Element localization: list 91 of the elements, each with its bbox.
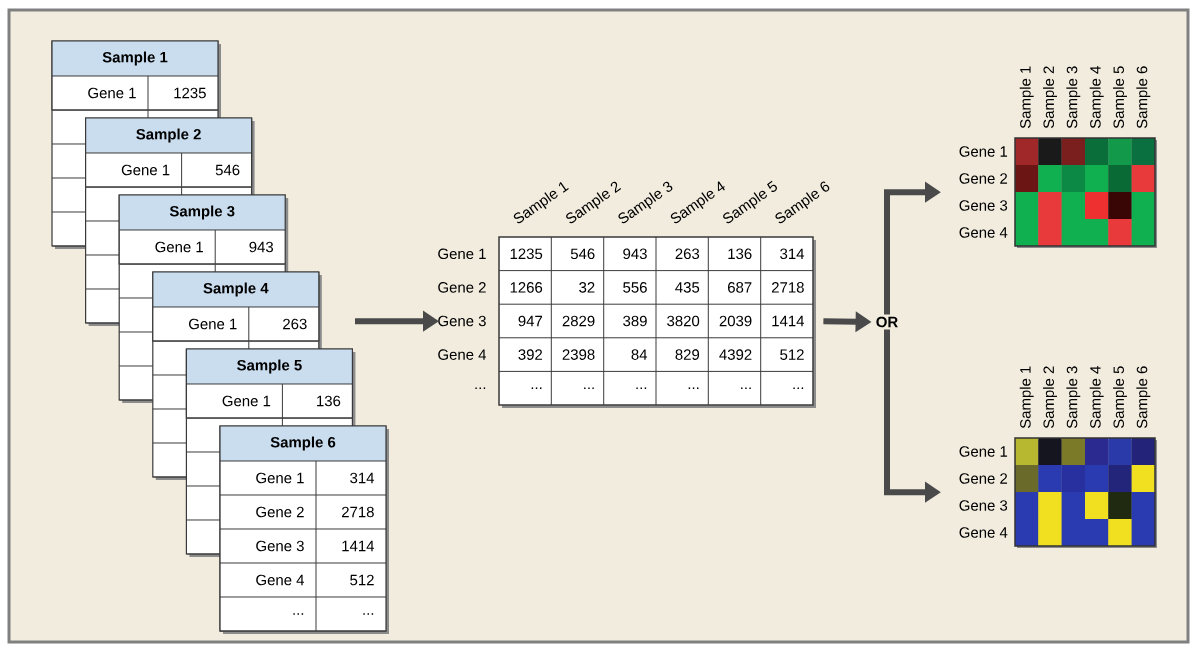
expression-value: 1414: [342, 540, 375, 552]
data-table: [185, 348, 353, 419]
expression-value: 2718: [342, 506, 374, 518]
data-table: [152, 271, 320, 342]
column-label: Sample 1: [1019, 66, 1034, 129]
cell-value: 1266: [510, 282, 543, 293]
expression-value: 943: [249, 241, 274, 253]
heatmap: [959, 66, 1157, 248]
column-label: Sample 2: [1043, 366, 1057, 429]
expression-value: 546: [215, 164, 240, 176]
gene-name: Gene 1: [121, 164, 170, 176]
table-header: Sample 5: [237, 359, 302, 374]
data-table: [219, 425, 389, 634]
gene-name: Gene 1: [256, 472, 304, 484]
gene-name: Gene 2: [256, 506, 304, 518]
column-label: Sample 3: [1066, 66, 1081, 129]
cell-value: 3820: [667, 315, 700, 327]
column-label: Sample 4: [1089, 366, 1104, 429]
row-label: Gene 2: [959, 173, 1008, 184]
cell-value: 2718: [772, 282, 804, 293]
gene-name: Gene 1: [88, 87, 136, 99]
cell-value: 435: [675, 282, 700, 293]
column-label: Sample 1: [1019, 366, 1034, 429]
expression-value: 1235: [174, 87, 206, 99]
cell-value: 2039: [719, 315, 752, 327]
cell-value: 392: [518, 349, 543, 360]
cell-value: ...: [584, 387, 594, 389]
expression-value: 512: [350, 574, 374, 586]
row-label: Gene 1: [959, 146, 1008, 157]
cell-value: ...: [636, 387, 647, 389]
data-table: [118, 194, 286, 265]
gene-name: ...: [293, 613, 304, 615]
expression-value: 263: [283, 318, 307, 330]
column-label: Sample 4: [1089, 66, 1104, 129]
heatmap: [959, 366, 1157, 548]
gene-name: Gene 4: [256, 574, 305, 586]
column-label: Sample 2: [1043, 66, 1057, 129]
cell-value: 4392: [719, 349, 752, 360]
cell-value: 1235: [510, 248, 543, 260]
cell-value: 136: [728, 248, 752, 260]
row-label: ...: [475, 387, 486, 389]
or-label: OR: [876, 316, 898, 328]
cell-value: 947: [518, 315, 543, 327]
cell-value: 389: [623, 315, 647, 327]
cell-value: ...: [688, 387, 699, 389]
cell-value: 2829: [562, 315, 595, 327]
gene-name: Gene 1: [189, 318, 237, 330]
cell-value: 943: [623, 248, 647, 260]
gene-name: Gene 1: [155, 241, 203, 253]
data-table: [85, 117, 253, 188]
cell-value: ...: [793, 387, 804, 389]
table-header: Sample 1: [102, 51, 168, 66]
row-label: Gene 3: [959, 500, 1008, 511]
cell-value: 829: [675, 349, 700, 360]
row-label: Gene 1: [959, 446, 1008, 457]
gene-name: Gene 3: [256, 540, 304, 552]
cell-value: 263: [675, 248, 700, 260]
gene-name: Gene 1: [222, 395, 271, 407]
column-label: Sample 5: [1113, 366, 1127, 429]
expression-value: 136: [317, 395, 341, 407]
row-label: Gene 2: [438, 282, 486, 293]
cell-value: ...: [741, 387, 751, 389]
cell-value: 512: [780, 349, 804, 360]
row-label: Gene 3: [438, 315, 486, 327]
row-label: Gene 4: [959, 227, 1008, 238]
column-label: Sample 5: [1113, 66, 1127, 129]
table-header: Sample 4: [203, 282, 269, 297]
column-label: Sample 6: [1136, 66, 1151, 129]
row-label: Gene 1: [438, 248, 486, 260]
row-label: Gene 3: [959, 200, 1008, 211]
column-label: Sample 6: [1136, 366, 1151, 429]
table-header: Sample 6: [270, 436, 336, 451]
column-label: Sample 3: [1066, 366, 1081, 429]
row-label: Gene 4: [959, 527, 1008, 538]
data-matrix: [438, 180, 830, 408]
cell-value: 1414: [772, 315, 805, 327]
cell-value: 2398: [562, 349, 595, 360]
table-header: Sample 2: [136, 128, 201, 143]
expression-value: ...: [363, 613, 374, 615]
cell-value: 556: [623, 282, 647, 293]
cell-value: 84: [631, 349, 648, 360]
cell-value: 687: [728, 282, 752, 293]
cell-value: 314: [780, 248, 805, 260]
cell-value: 546: [570, 248, 595, 260]
row-label: Gene 4: [438, 349, 487, 360]
table-header: Sample 3: [169, 205, 235, 220]
data-table: [51, 40, 219, 111]
row-label: Gene 2: [959, 473, 1008, 484]
expression-value: 314: [350, 472, 375, 484]
cell-value: 32: [579, 282, 595, 293]
cell-value: ...: [531, 387, 542, 389]
